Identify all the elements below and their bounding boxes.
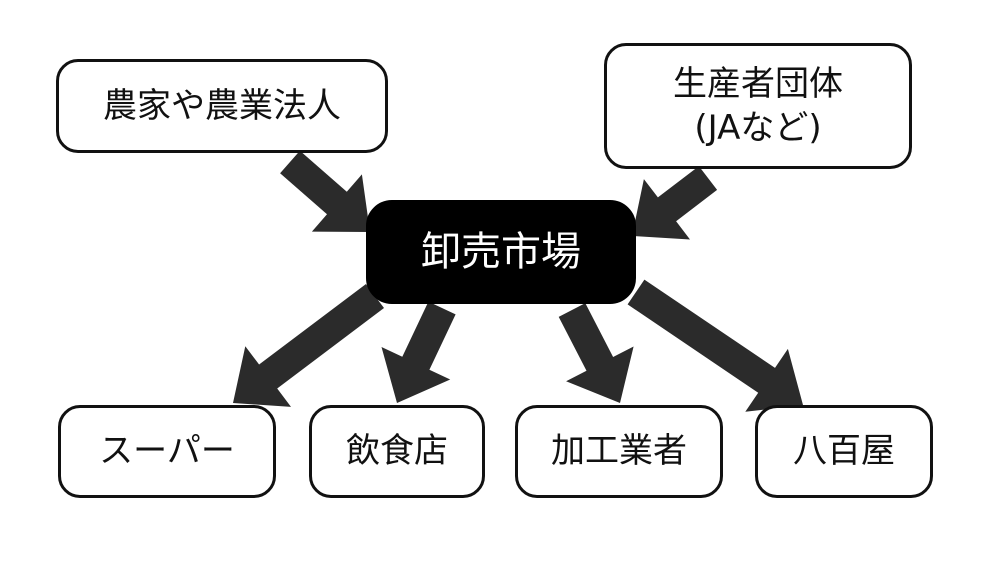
arrow-market-to-restaurant	[381, 301, 456, 403]
node-producer-groups-line2: (JAなど)	[694, 108, 822, 148]
node-restaurant: 飲食店	[309, 405, 485, 498]
node-processor-label: 加工業者	[551, 431, 687, 472]
arrow-farmers-to-market	[280, 150, 370, 232]
node-greengrocer-label: 八百屋	[793, 431, 895, 472]
node-supermarket-label: スーパー	[99, 431, 235, 472]
node-supermarket: スーパー	[58, 405, 276, 498]
node-processor: 加工業者	[515, 405, 723, 498]
node-producer-groups-line1: 生産者団体	[673, 63, 843, 104]
arrow-market-to-supermarket	[233, 284, 384, 407]
arrow-market-to-greengrocer	[627, 279, 803, 412]
node-wholesale-market-label: 卸売市場	[421, 229, 581, 275]
node-farmers: 農家や農業法人	[56, 59, 388, 153]
node-restaurant-label: 飲食店	[346, 431, 448, 472]
node-producer-groups: 生産者団体 (JAなど)	[604, 43, 912, 169]
arrow-market-to-processor	[558, 303, 634, 403]
node-wholesale-market: 卸売市場	[366, 200, 636, 304]
arrow-producers-to-market	[632, 166, 718, 240]
node-farmers-label: 農家や農業法人	[103, 85, 341, 126]
node-greengrocer: 八百屋	[755, 405, 933, 498]
